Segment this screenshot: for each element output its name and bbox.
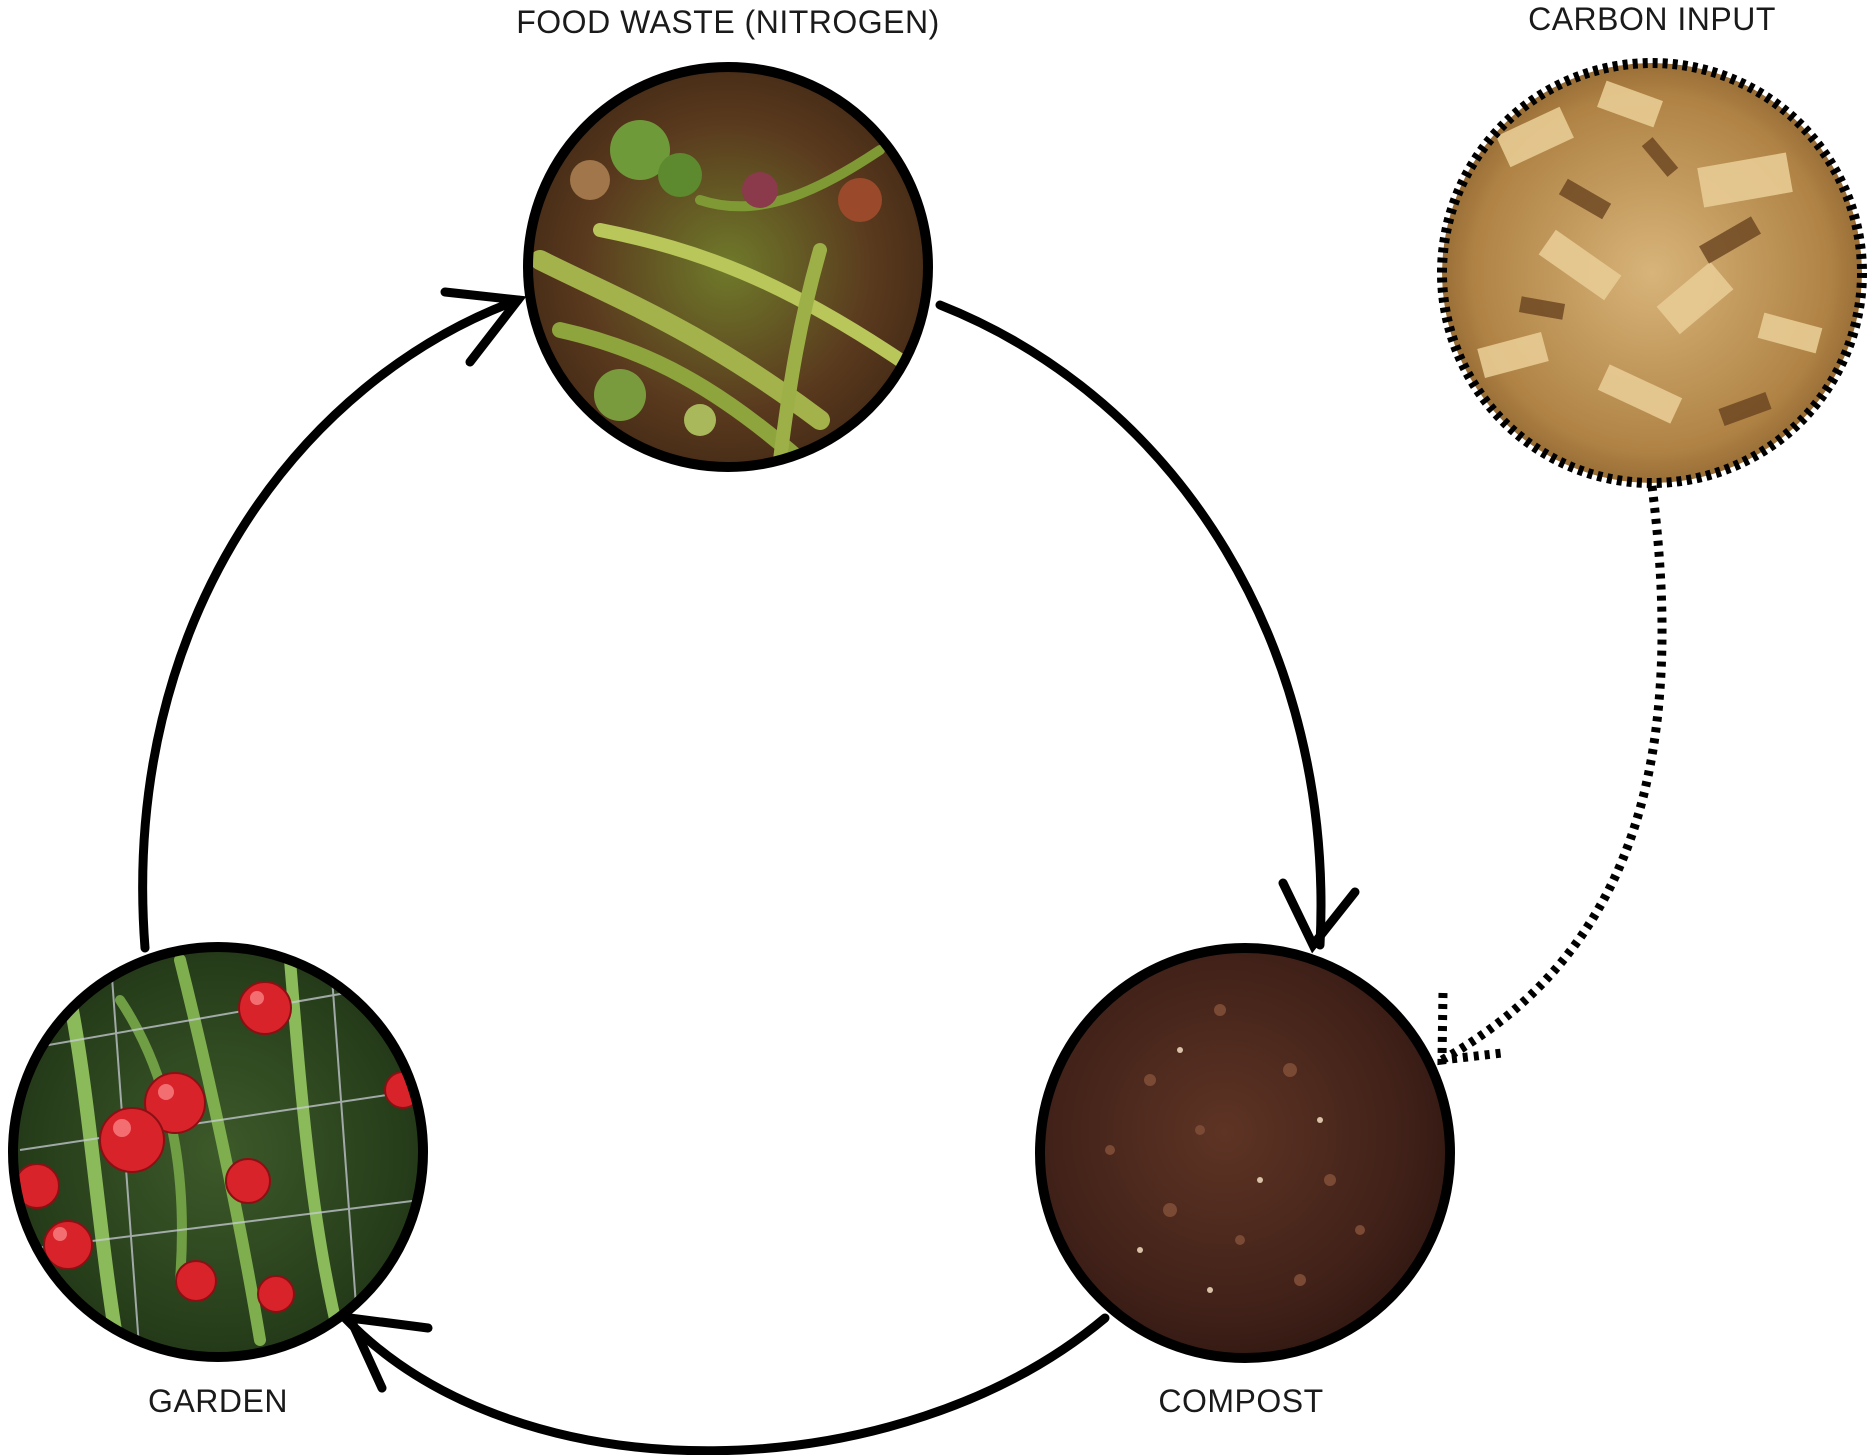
- arrow-garden-to-food: [143, 300, 518, 948]
- arrow-carbon-to-compost: [1442, 486, 1662, 1060]
- arrow-compost-to-garden: [345, 1318, 1105, 1451]
- carbon-input-label: CARBON INPUT: [1528, 1, 1776, 38]
- garden-label: GARDEN: [148, 1383, 288, 1420]
- compost-label: COMPOST: [1158, 1383, 1323, 1420]
- food-waste-label: FOOD WASTE (NITROGEN): [516, 4, 940, 41]
- arrow-food-to-compost: [940, 305, 1321, 945]
